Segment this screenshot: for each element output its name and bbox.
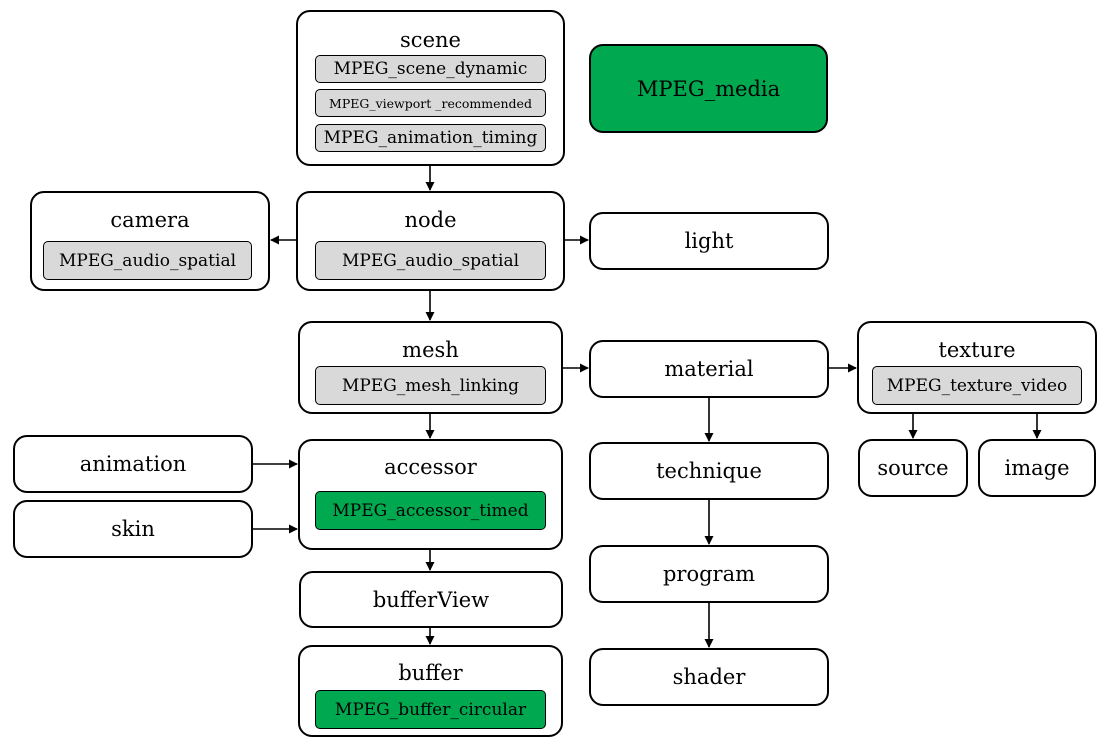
skin-box: skin — [13, 500, 253, 558]
source-label: source — [877, 456, 949, 480]
bufferview-box: bufferView — [299, 571, 563, 628]
accessor-title: accessor — [384, 455, 477, 479]
program-label: program — [662, 562, 756, 586]
scene-title: scene — [400, 28, 461, 52]
scene-ext-mpeg-viewport-recommended: MPEG_viewport _recommended — [315, 89, 546, 117]
bufferview-label: bufferView — [372, 587, 490, 612]
image-label: image — [1004, 456, 1070, 480]
texture-title: texture — [938, 338, 1016, 362]
mesh-ext-mpeg-mesh-linking: MPEG_mesh_linking — [315, 366, 546, 405]
shader-label: shader — [672, 665, 746, 689]
camera-ext-mpeg-audio-spatial: MPEG_audio_spatial — [43, 241, 252, 280]
shader-box: shader — [589, 648, 829, 706]
material-box: material — [589, 340, 829, 398]
image-box: image — [978, 439, 1096, 497]
mesh-title: mesh — [402, 338, 459, 362]
node-title: node — [404, 208, 457, 232]
technique-label: technique — [656, 459, 762, 483]
texture-ext-mpeg-texture-video: MPEG_texture_video — [872, 366, 1082, 405]
mpeg-media-label: MPEG_media — [636, 76, 781, 101]
mpeg-media-box: MPEG_media — [589, 44, 828, 133]
technique-box: technique — [589, 442, 829, 500]
buffer-title: buffer — [398, 661, 463, 685]
scene-ext-mpeg-animation-timing: MPEG_animation_timing — [315, 124, 546, 152]
skin-label: skin — [111, 517, 155, 541]
camera-title: camera — [110, 208, 190, 232]
scene-ext-mpeg-scene-dynamic: MPEG_scene_dynamic — [315, 55, 546, 83]
light-box: light — [589, 212, 829, 270]
animation-label: animation — [79, 452, 187, 476]
source-box: source — [858, 439, 968, 497]
buffer-ext-mpeg-buffer-circular: MPEG_buffer_circular — [315, 690, 546, 729]
material-label: material — [664, 357, 754, 381]
accessor-ext-mpeg-accessor-timed: MPEG_accessor_timed — [315, 491, 546, 530]
program-box: program — [589, 545, 829, 603]
light-label: light — [684, 229, 734, 253]
animation-box: animation — [13, 435, 253, 493]
node-ext-mpeg-audio-spatial: MPEG_audio_spatial — [315, 241, 546, 280]
